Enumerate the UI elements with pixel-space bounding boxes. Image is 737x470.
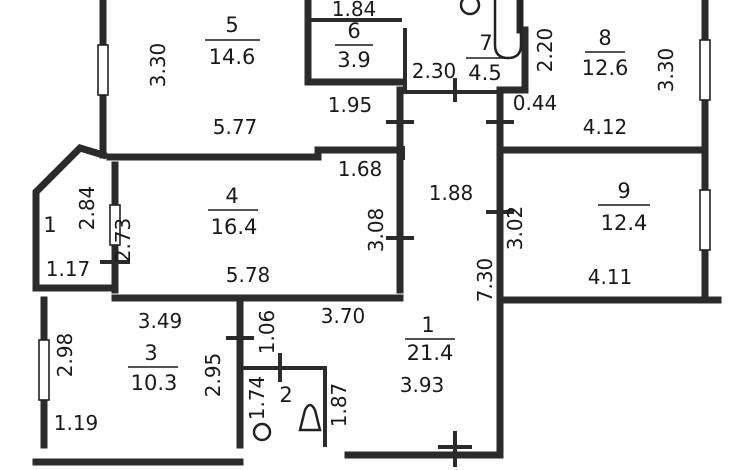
dim-room5-height: 3.30: [146, 43, 170, 88]
wall-room5-bottom: [106, 146, 399, 161]
room-1-area: 21.4: [407, 341, 454, 365]
dim-hall-height: 3.93: [400, 373, 445, 397]
dim-room8-height: 3.30: [654, 48, 678, 93]
dim-room6-width: 1.95: [328, 93, 373, 117]
room-6-number: 6: [347, 19, 360, 43]
room-9-number: 9: [617, 179, 630, 203]
fixtures: [252, 0, 523, 442]
room-8-number: 8: [598, 26, 611, 50]
room-5-number: 5: [225, 13, 238, 37]
window-room5: [97, 44, 109, 96]
door-marks: [100, 78, 514, 467]
room-2-number: 2: [279, 383, 292, 407]
dim-corridor-width: 1.88: [429, 181, 474, 205]
dim-room8-width: 4.12: [583, 115, 628, 139]
dim-room3-width: 3.49: [138, 309, 183, 333]
dim-room4-right: 3.08: [364, 208, 388, 253]
window-room3: [38, 339, 50, 401]
dim-hall-width: 3.70: [321, 304, 366, 328]
sink: [459, 0, 481, 16]
room-4-number: 4: [225, 184, 238, 208]
dim-wc-depth: 1.74: [245, 376, 269, 421]
room-1-number: 1: [421, 313, 434, 337]
bathtub: [493, 0, 523, 60]
room-9-area: 12.4: [601, 211, 648, 235]
dim-room4-width: 5.78: [226, 263, 271, 287]
room-3-number: 3: [144, 341, 157, 365]
wall-bottom-right: [344, 296, 722, 459]
room-7-number: 7: [479, 31, 492, 55]
dim-bath2-height: 1.87: [327, 383, 351, 428]
toilet: [298, 403, 322, 432]
dim-door-width: 0.44: [513, 91, 558, 115]
dim-bay-height: 2.84: [75, 186, 99, 231]
room-bay-number: 1: [43, 213, 56, 237]
wall-top-left-bath: [304, 0, 404, 86]
room-6-area: 3.9: [337, 48, 370, 72]
room-labels: 5 14.6 6 3.9 7 4.5 8 12.6 4 16.4 9 12.4 …: [43, 13, 650, 407]
window-bay: [109, 204, 121, 246]
dim-room9-height: 3.02: [503, 206, 527, 251]
dim-room7-width: 2.30: [412, 59, 457, 83]
wall-bay: [32, 144, 108, 292]
dim-room9-width: 4.11: [588, 265, 633, 289]
dim-room3-bottom: 1.19: [54, 411, 99, 435]
room-5-area: 14.6: [209, 45, 256, 69]
wall-bath7: [403, 28, 502, 94]
room-4-area: 16.4: [211, 215, 258, 239]
wc-basin: [252, 422, 272, 442]
windows: [38, 39, 711, 401]
wall-room8-left: [496, 26, 529, 94]
room-7-area: 4.5: [468, 61, 501, 85]
room-3-area: 10.3: [131, 371, 178, 395]
dim-room6-top: 1.84: [332, 0, 377, 21]
window-room9: [699, 189, 711, 251]
dim-room3-right: 2.95: [201, 353, 225, 398]
window-room8: [699, 39, 711, 101]
dim-room4-top: 1.68: [338, 157, 383, 181]
dim-wc-width: 1.06: [255, 310, 279, 355]
dimension-labels: 1.84 3.30 5.77 1.95 2.30 2.20 3.30 0.44 …: [46, 0, 678, 435]
dim-bay-width: 1.17: [46, 257, 91, 281]
dim-room4-height: 2.73: [111, 218, 135, 263]
dim-room5-width: 5.77: [213, 115, 258, 139]
dim-corridor-length: 7.30: [473, 258, 497, 303]
dim-room3-height: 2.98: [53, 333, 77, 378]
room-8-area: 12.6: [582, 56, 629, 80]
dim-room7-height: 2.20: [533, 28, 557, 73]
